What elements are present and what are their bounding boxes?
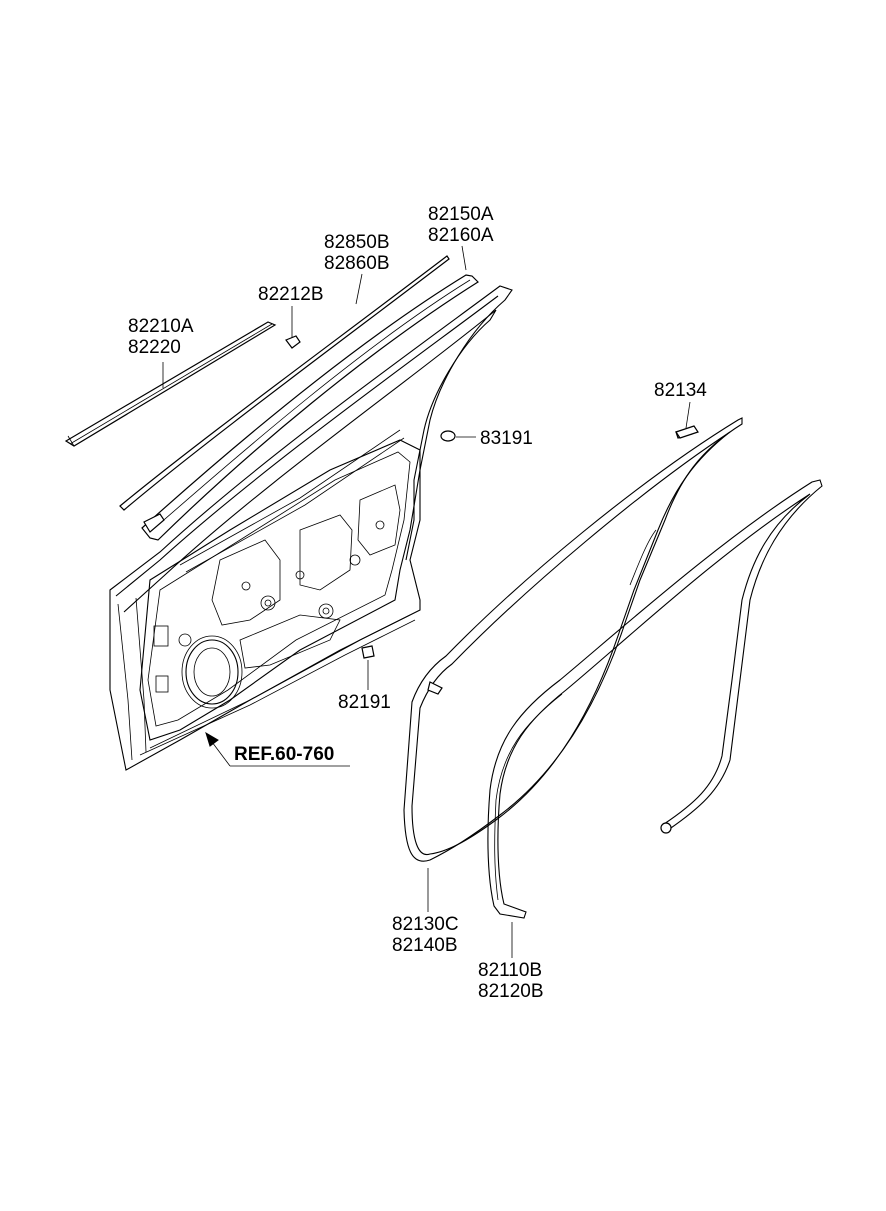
part-label-82130c[interactable]: 82130C (392, 914, 459, 935)
glass-run (141, 274, 479, 541)
belt-moulding-outer (64, 321, 277, 447)
door-opening-weatherstrip (403, 417, 743, 862)
part-label-82134[interactable]: 82134 (654, 380, 707, 401)
part-label-83191[interactable]: 83191 (480, 428, 533, 449)
clip-part (285, 335, 301, 349)
part-label-82191[interactable]: 82191 (338, 692, 391, 713)
part-label-82160a[interactable]: 82160A (428, 225, 494, 246)
part-label-82140b[interactable]: 82140B (392, 935, 458, 956)
part-label-82120b[interactable]: 82120B (478, 981, 544, 1002)
clip-82134-part (675, 425, 699, 439)
door-panel (109, 285, 513, 771)
reference-label[interactable]: REF.60-760 (234, 744, 335, 765)
part-label-82110b[interactable]: 82110B (478, 960, 543, 981)
plug-part (361, 645, 375, 659)
part-label-82850b[interactable]: 82850B (324, 232, 390, 253)
body-side-weatherstrip (487, 479, 823, 919)
frame-moulding (119, 255, 450, 511)
part-label-82860b[interactable]: 82860B (324, 253, 390, 274)
part-label-82212b[interactable]: 82212B (258, 284, 324, 305)
part-label-82210a[interactable]: 82210A (128, 316, 194, 337)
part-label-82220[interactable]: 82220 (128, 337, 181, 358)
grommet-part (440, 430, 456, 442)
part-label-82150a[interactable]: 82150A (428, 204, 494, 225)
leader-lines (162, 245, 691, 958)
